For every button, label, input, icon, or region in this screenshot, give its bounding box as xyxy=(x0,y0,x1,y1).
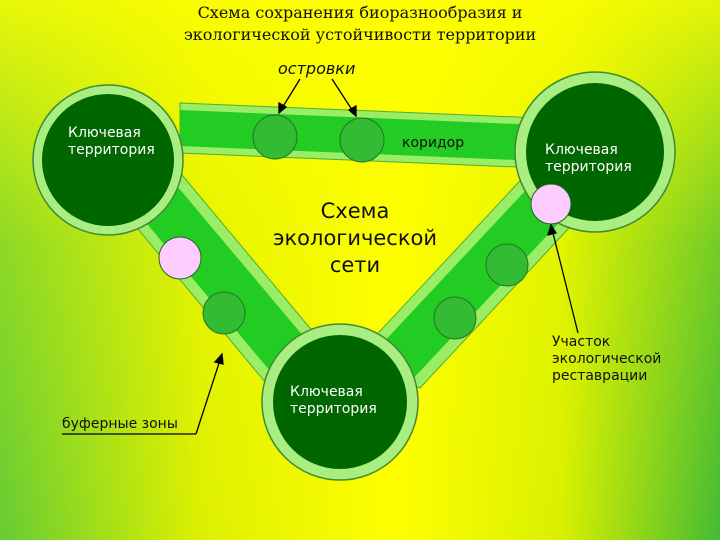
island-left xyxy=(202,291,246,335)
island-right-1 xyxy=(485,243,529,287)
key-territory-left-node xyxy=(32,84,184,236)
island-top-1 xyxy=(252,114,298,160)
island-top-2 xyxy=(339,117,385,163)
title-line-2: экологической устойчивости территории xyxy=(183,25,537,44)
title-line-1: Схема сохранения биоразнообразия и xyxy=(197,3,523,22)
restoration-site-left xyxy=(158,236,202,280)
island-right-2 xyxy=(433,296,477,340)
page-title: Схема сохранения биоразнообразия и эколо… xyxy=(0,2,720,46)
network-label: Схема экологической сети xyxy=(272,199,438,277)
restoration-site-right xyxy=(530,183,572,225)
corridor-label: коридор xyxy=(402,135,465,151)
islands-label: островки xyxy=(278,59,356,78)
key-territory-bottom-node xyxy=(261,323,419,481)
key-territory-left-label: Ключевая территория xyxy=(68,125,155,158)
key-territory-right-label: Ключевая территория xyxy=(545,142,632,175)
restoration-site-label: Участок экологической реставрации xyxy=(552,334,662,384)
arrow-buffer xyxy=(195,353,223,435)
arrow-restoration xyxy=(550,224,579,334)
buffer-zones-label: буферные зоны xyxy=(62,416,178,432)
key-territory-bottom-label: Ключевая территория xyxy=(290,384,377,417)
arrows xyxy=(62,78,579,435)
